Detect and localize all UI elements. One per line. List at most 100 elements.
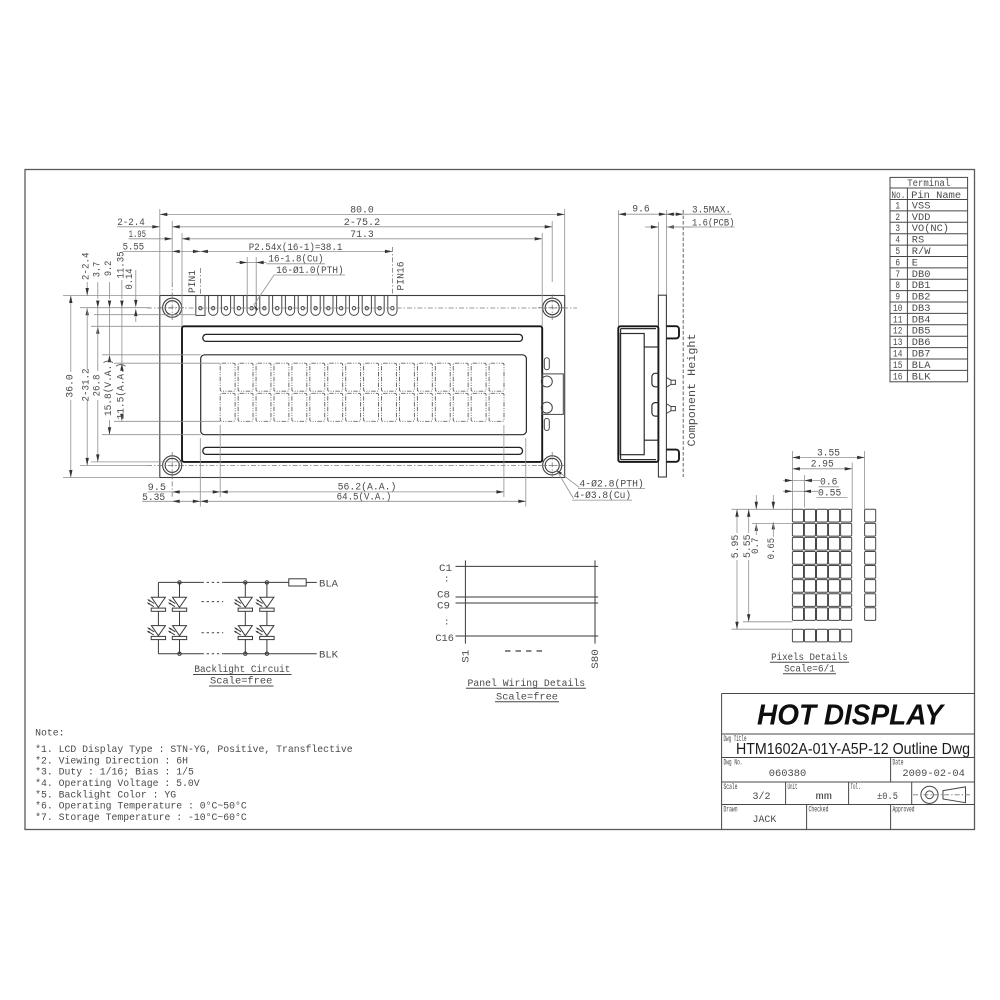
svg-text::: :	[444, 618, 449, 628]
svg-text:2009-02-04: 2009-02-04	[902, 769, 965, 780]
svg-text:*2. Viewing Direction : 6H: *2. Viewing Direction : 6H	[35, 756, 188, 768]
svg-text:BLK: BLK	[912, 372, 931, 383]
svg-text:1.6(PCB): 1.6(PCB)	[692, 218, 735, 230]
svg-text:DB4: DB4	[912, 315, 931, 326]
svg-text:26.8: 26.8	[92, 375, 103, 397]
svg-text:2-31.2: 2-31.2	[82, 369, 93, 402]
svg-text:Pixels Details: Pixels Details	[771, 652, 848, 664]
svg-text:Unit: Unit	[788, 783, 798, 792]
svg-text:8: 8	[895, 281, 900, 292]
svg-text:0.65: 0.65	[767, 538, 778, 560]
svg-text:VO(NC): VO(NC)	[912, 223, 949, 235]
svg-text:15: 15	[893, 361, 902, 372]
svg-text:Date: Date	[893, 759, 904, 768]
svg-text:Checked: Checked	[809, 806, 829, 815]
svg-text:Component Height: Component Height	[687, 334, 699, 447]
svg-text:DB1: DB1	[912, 281, 931, 292]
svg-text:0.6: 0.6	[820, 478, 838, 489]
svg-text:11.5(A.A.): 11.5(A.A.)	[115, 363, 127, 420]
svg-text:Drawn: Drawn	[724, 806, 738, 815]
svg-text:5.55: 5.55	[123, 243, 145, 254]
svg-text:11.35: 11.35	[116, 252, 127, 279]
svg-text:Backlight Circuit: Backlight Circuit	[194, 664, 290, 676]
svg-text:0.7: 0.7	[751, 538, 762, 555]
svg-text:Note:: Note:	[35, 728, 64, 740]
svg-text:C9: C9	[437, 600, 450, 612]
svg-text:6: 6	[895, 258, 900, 269]
svg-text:Scale: Scale	[724, 783, 738, 792]
svg-text:15.8(V.A.): 15.8(V.A.)	[103, 359, 115, 416]
svg-text:16-1.8(Cu): 16-1.8(Cu)	[269, 254, 324, 266]
svg-text:No.: No.	[891, 191, 905, 202]
svg-text:7: 7	[895, 270, 900, 281]
svg-text:*1. LCD Display Type : STN-YG,: *1. LCD Display Type : STN-YG, Positive,…	[35, 744, 353, 756]
svg-text:5.35: 5.35	[142, 493, 165, 504]
svg-text:4: 4	[895, 236, 900, 247]
svg-text:S80: S80	[590, 649, 602, 669]
svg-text:5.95: 5.95	[731, 535, 742, 559]
svg-text:BLA: BLA	[319, 578, 339, 590]
svg-text:36.0: 36.0	[65, 374, 76, 398]
svg-text:5: 5	[895, 247, 900, 258]
svg-text:PIN1: PIN1	[187, 270, 198, 293]
svg-text:DB3: DB3	[912, 304, 931, 315]
svg-text:*4. Operating Voltage : 5.0V: *4. Operating Voltage : 5.0V	[35, 778, 200, 790]
svg-text:10: 10	[893, 304, 902, 315]
svg-text:R/W: R/W	[912, 246, 931, 258]
svg-text:VDD: VDD	[912, 213, 931, 224]
svg-text:VSS: VSS	[912, 201, 931, 212]
svg-text:HOT DISPLAY: HOT DISPLAY	[757, 700, 946, 732]
svg-text:1.95: 1.95	[129, 230, 146, 241]
svg-text:*3. Duty : 1/16; Bias : 1/5: *3. Duty : 1/16; Bias : 1/5	[35, 767, 194, 779]
svg-text:3/2: 3/2	[753, 791, 771, 803]
svg-text:JACK: JACK	[753, 815, 777, 826]
svg-text:Scale=free: Scale=free	[496, 691, 558, 703]
svg-text:71.3: 71.3	[350, 230, 373, 241]
svg-text:4-Ø2.8(PTH): 4-Ø2.8(PTH)	[579, 478, 643, 490]
svg-text:3.5MAX.: 3.5MAX.	[692, 206, 731, 217]
svg-text:2-2.4: 2-2.4	[82, 252, 93, 280]
svg-text:C8: C8	[437, 590, 450, 602]
svg-text:Approved: Approved	[893, 806, 915, 815]
svg-text:Scale=free: Scale=free	[210, 676, 272, 688]
svg-text:4-Ø3.8(Cu): 4-Ø3.8(Cu)	[574, 490, 632, 502]
svg-text:P2.54x(16-1)=38.1: P2.54x(16-1)=38.1	[249, 242, 343, 254]
svg-text:3.7: 3.7	[92, 262, 103, 278]
svg-text:E: E	[912, 258, 918, 269]
svg-text:80.0: 80.0	[350, 206, 374, 217]
svg-text:2-2.4: 2-2.4	[117, 218, 145, 229]
svg-text:DB2: DB2	[912, 293, 931, 304]
svg-text:*5. Backlight Color : YG: *5. Backlight Color : YG	[35, 790, 176, 802]
svg-text:BLK: BLK	[319, 650, 339, 662]
svg-text::: :	[444, 575, 449, 585]
svg-text:C16: C16	[435, 633, 454, 645]
svg-text:*7. Storage Temperature : -10°: *7. Storage Temperature : -10°C~60°C	[35, 812, 247, 824]
svg-text:060380: 060380	[769, 769, 807, 780]
svg-text:HTM1602A-01Y-A5P-12 Outline Dw: HTM1602A-01Y-A5P-12 Outline Dwg	[736, 741, 970, 758]
svg-text:S1: S1	[461, 650, 473, 663]
svg-text:C1: C1	[439, 563, 452, 575]
svg-text:Dwg No.: Dwg No.	[724, 759, 743, 768]
svg-text:9.5: 9.5	[148, 483, 166, 494]
svg-text:2-75.2: 2-75.2	[344, 218, 380, 229]
svg-text:Pin Name: Pin Name	[911, 190, 961, 202]
svg-text:Scale=6/1: Scale=6/1	[784, 663, 835, 675]
svg-text:64.5(V.A.): 64.5(V.A.)	[337, 492, 392, 504]
svg-text:2: 2	[895, 213, 900, 224]
svg-text:Dwg Title: Dwg Title	[724, 735, 747, 744]
svg-text:3.55: 3.55	[817, 448, 840, 459]
svg-text:BLA: BLA	[912, 361, 931, 372]
svg-text:DB6: DB6	[912, 338, 931, 349]
svg-text:mm: mm	[816, 792, 833, 803]
svg-text:16-Ø1.0(PTH): 16-Ø1.0(PTH)	[276, 265, 344, 277]
svg-text:Terminal: Terminal	[907, 178, 950, 190]
svg-text:56.2(A.A.): 56.2(A.A.)	[338, 481, 397, 493]
svg-text:Tol.: Tol.	[851, 783, 861, 792]
svg-text:12: 12	[893, 327, 902, 338]
svg-text:9.6: 9.6	[632, 205, 649, 216]
svg-text:Panel Wiring Details: Panel Wiring Details	[468, 678, 586, 690]
svg-text:PIN16: PIN16	[396, 261, 407, 290]
svg-text:RS: RS	[912, 236, 924, 247]
svg-text:1: 1	[895, 201, 900, 212]
svg-text:±0.5: ±0.5	[877, 792, 898, 803]
